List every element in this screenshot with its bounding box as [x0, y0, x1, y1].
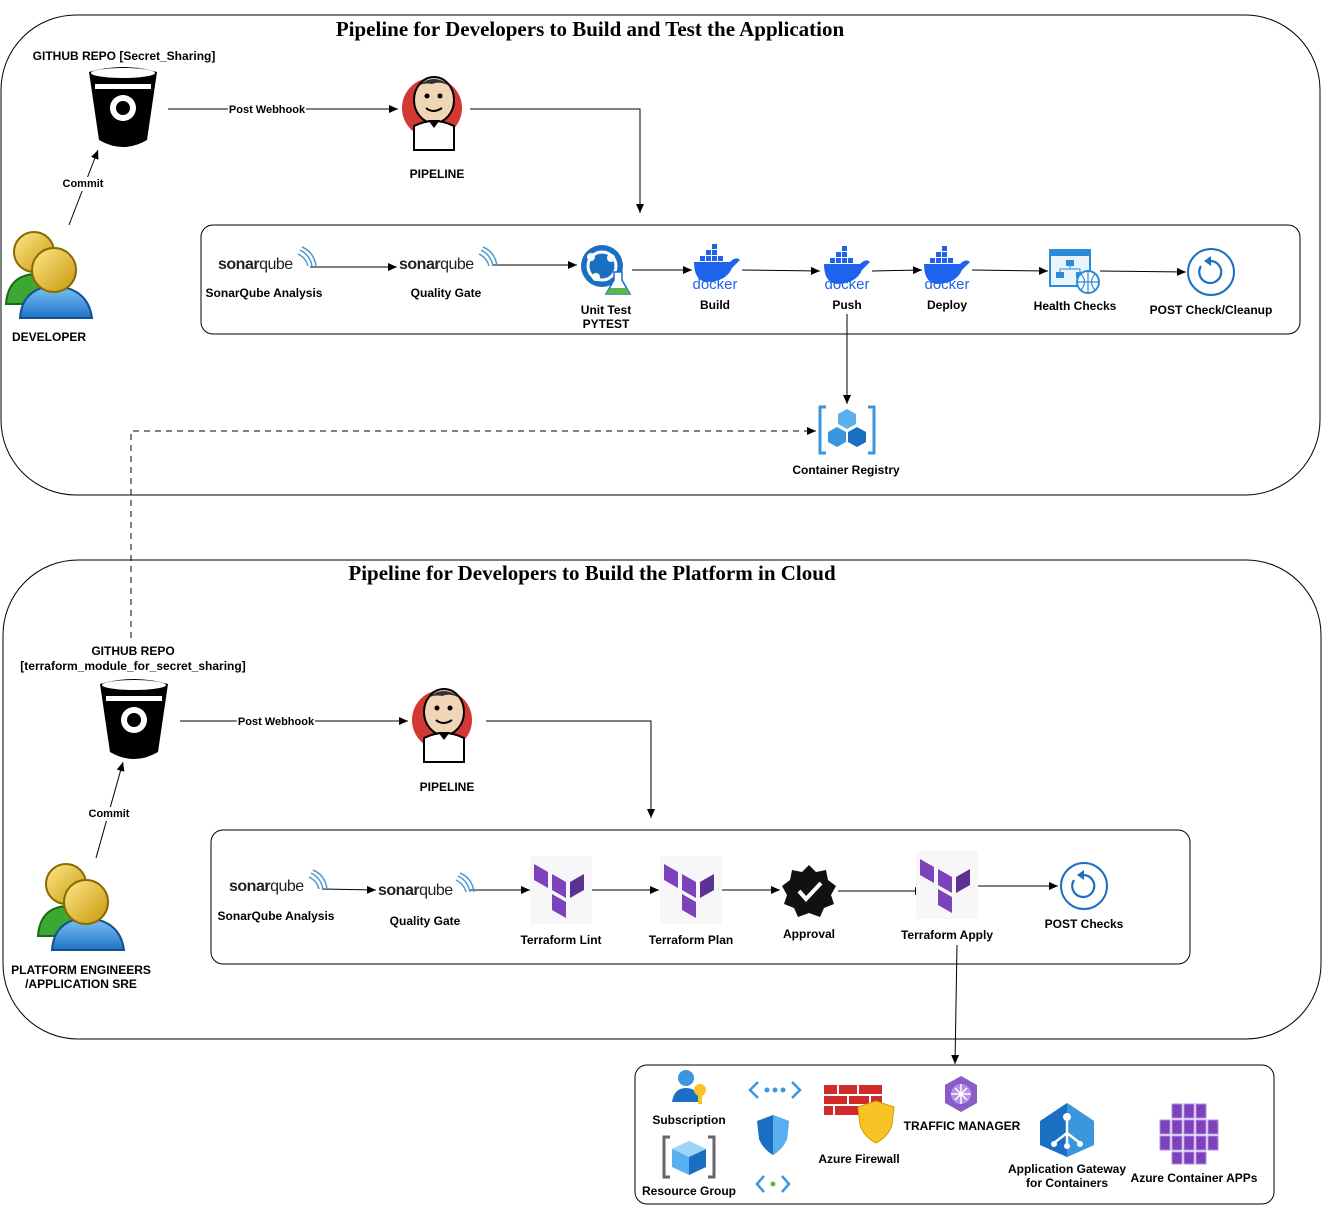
docker-whale-icon — [694, 244, 740, 282]
sonarqube-logo: sonarqube — [218, 256, 293, 274]
connector-push-deploy-app — [871, 266, 923, 275]
application-sre-label: /APPLICATION SRE — [25, 977, 137, 991]
subnet-icon — [755, 1175, 791, 1193]
app-webhook-label: Post Webhook — [227, 103, 307, 117]
post-cleanup-label: POST Check/Cleanup — [1149, 303, 1273, 317]
terraform-icon — [530, 856, 592, 924]
sonar-prefix: sonar — [229, 878, 271, 895]
connector-pipeline-to-stages-app — [470, 108, 644, 213]
subscription-icon — [672, 1070, 706, 1104]
docker-whale-icon — [824, 246, 870, 284]
sonar-wave-icon — [308, 869, 328, 890]
pytest-label: PYTEST — [582, 317, 630, 331]
platform-pipeline-label: PIPELINE — [419, 780, 475, 794]
app-repo-label: GITHUB REPO [Secret_Sharing] — [32, 49, 216, 63]
app-quality-gate-label: Quality Gate — [410, 286, 482, 300]
platform-engineers-label: PLATFORM ENGINEERS — [11, 963, 151, 977]
firewall-icon — [824, 1085, 895, 1144]
azure-firewall-label: Azure Firewall — [818, 1152, 900, 1166]
connector-pipeline-to-stages-platform — [486, 720, 655, 818]
traffic-manager-label: TRAFFIC MANAGER — [903, 1119, 1021, 1133]
refresh-icon — [1187, 248, 1235, 296]
jenkins-icon — [402, 76, 462, 151]
sonar-suffix: qube — [419, 882, 453, 899]
sonar-suffix: qube — [259, 256, 293, 273]
sonarqube-logo: sonarqube — [399, 256, 474, 274]
azure-resources-container — [634, 1064, 1275, 1205]
traffic-manager-icon — [945, 1076, 977, 1112]
app-pipeline-label: PIPELINE — [409, 167, 465, 181]
connector-registry-dashed — [130, 427, 816, 638]
connector-deploy-health-app — [971, 266, 1049, 275]
connector-apply-azure — [951, 944, 960, 1065]
sonarqube-logo: sonarqube — [229, 878, 304, 896]
sonar-wave-icon — [455, 872, 475, 893]
developer-label: DEVELOPER — [11, 330, 87, 344]
platform-repo-label: GITHUB REPO — [91, 644, 175, 658]
app-gateway-label: Application Gateway — [1007, 1162, 1127, 1176]
health-checks-label: Health Checks — [1033, 299, 1117, 313]
terraform-apply-label: Terraform Apply — [900, 928, 994, 942]
app-gateway-containers-label: for Containers — [1025, 1176, 1109, 1190]
build-label: Build — [700, 298, 730, 312]
post-checks-label: POST Checks — [1044, 917, 1124, 931]
sonarqube-logo: sonarqube — [378, 882, 453, 900]
app-stages-container — [200, 224, 1301, 335]
sonar-prefix: sonar — [399, 256, 441, 273]
platform-repo-name-label: [terraform_module_for_secret_sharing] — [20, 659, 246, 673]
app-sonar-analysis-label: SonarQube Analysis — [205, 286, 323, 300]
docker-wordmark: docker — [924, 276, 970, 293]
approval-label: Approval — [782, 927, 836, 941]
application-gateway-icon — [1040, 1103, 1094, 1157]
connector-health-post-app — [1099, 267, 1187, 276]
terraform-icon — [916, 851, 978, 919]
terraform-lint-label: Terraform Lint — [520, 933, 602, 947]
connector-sonar-quality-platform — [321, 885, 377, 894]
app-pipeline-title: Pipeline for Developers to Build and Tes… — [335, 17, 845, 41]
sonar-prefix: sonar — [378, 882, 420, 899]
container-apps-label: Azure Container APPs — [1130, 1171, 1258, 1185]
nsg-shield-icon — [757, 1115, 789, 1155]
deploy-label: Deploy — [926, 298, 968, 312]
platform-pipeline-container — [2, 559, 1322, 1040]
terraform-plan-label: Terraform Plan — [648, 933, 734, 947]
container-registry-icon — [818, 405, 876, 455]
docker-whale-icon — [924, 246, 970, 284]
docker-wordmark: docker — [692, 276, 738, 293]
resource-group-icon — [662, 1135, 716, 1179]
sonar-suffix: qube — [270, 878, 304, 895]
resource-group-label: Resource Group — [641, 1184, 737, 1198]
terraform-icon — [660, 856, 722, 924]
sonar-prefix: sonar — [218, 256, 260, 273]
developer-users-icon — [4, 231, 94, 319]
platform-stages-container — [210, 829, 1191, 965]
unit-test-label: Unit Test — [580, 303, 632, 317]
app-commit-label: Commit — [61, 177, 105, 191]
push-label: Push — [832, 298, 862, 312]
vnet-icon — [748, 1081, 802, 1099]
repo-bucket-icon — [100, 679, 168, 759]
platform-quality-gate-label: Quality Gate — [389, 914, 461, 928]
connector-build-push-app — [741, 266, 821, 275]
container-apps-icon — [1159, 1103, 1219, 1165]
platform-sonar-analysis-label: SonarQube Analysis — [217, 909, 335, 923]
docker-wordmark: docker — [824, 276, 870, 293]
platform-pipeline-title: Pipeline for Developers to Build the Pla… — [348, 561, 836, 585]
sonar-suffix: qube — [440, 256, 474, 273]
unit-test-icon — [581, 245, 632, 295]
subscription-label: Subscription — [652, 1113, 726, 1127]
platform-webhook-label: Post Webhook — [236, 715, 316, 729]
platform-users-icon — [36, 863, 126, 951]
repo-bucket-icon — [89, 67, 157, 147]
approval-badge-icon — [782, 865, 836, 917]
sonar-wave-icon — [297, 246, 317, 267]
container-registry-label: Container Registry — [792, 463, 900, 477]
refresh-icon — [1060, 862, 1108, 910]
health-checks-icon — [1049, 249, 1100, 294]
jenkins-icon — [412, 688, 472, 763]
platform-commit-label: Commit — [87, 807, 131, 821]
app-pipeline-container — [0, 14, 1321, 496]
sonar-wave-icon — [478, 246, 498, 267]
